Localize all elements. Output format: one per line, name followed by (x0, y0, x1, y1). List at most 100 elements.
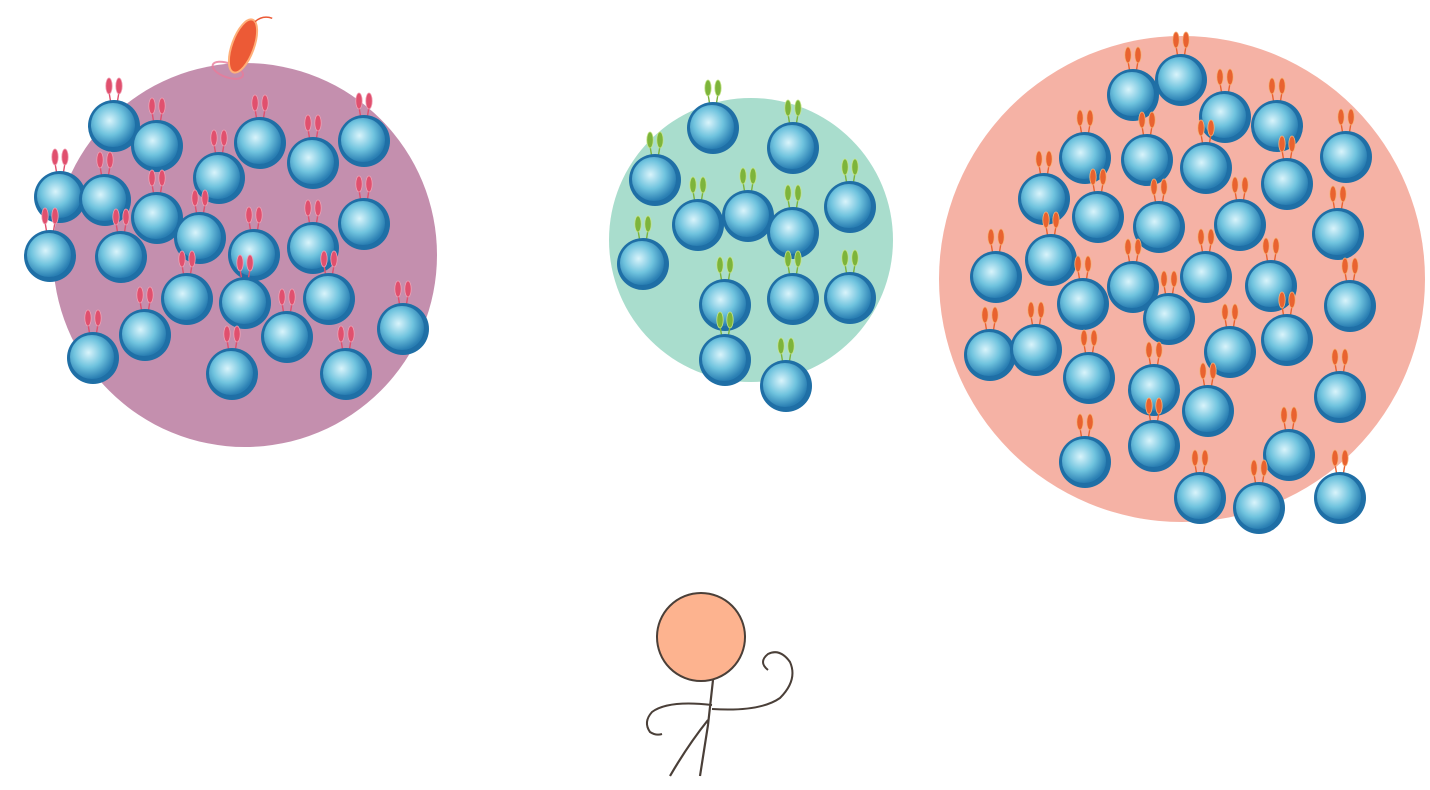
receptor-head (245, 206, 253, 224)
receptor-head (304, 199, 312, 217)
receptor-head (1341, 449, 1349, 467)
receptor-head (1172, 31, 1180, 49)
receptor-head (158, 97, 166, 115)
receptor-head (1260, 459, 1268, 477)
receptor-head (136, 286, 144, 304)
cell-nucleus (1317, 475, 1361, 519)
receptor-head (656, 131, 664, 149)
receptor-head (178, 250, 186, 268)
cell-nucleus (1177, 475, 1221, 519)
cell-nucleus (1327, 283, 1371, 327)
receptor-head (714, 79, 722, 97)
receptor-head (1207, 228, 1215, 246)
cell-nucleus (341, 201, 385, 245)
cell-nucleus (763, 363, 807, 407)
cell-nucleus (1028, 237, 1072, 281)
cell-nucleus (1315, 211, 1359, 255)
receptor-head (634, 215, 642, 233)
green-cluster (609, 79, 893, 412)
receptor-head (1341, 257, 1349, 275)
b-cell (1324, 257, 1376, 332)
b-cell (234, 94, 286, 169)
b-cell (1180, 228, 1232, 303)
receptor-head (1347, 108, 1355, 126)
cell-nucleus (1110, 72, 1154, 116)
receptor-head (1042, 211, 1050, 229)
b-cell (617, 215, 669, 290)
receptor-head (330, 250, 338, 268)
receptor-head (122, 208, 130, 226)
cell-nucleus (341, 118, 385, 162)
receptor-head (255, 206, 263, 224)
b-cell (338, 92, 390, 167)
b-cell (1204, 303, 1256, 378)
receptor-head (1250, 459, 1258, 477)
cell-nucleus (91, 103, 135, 147)
b-cell (1107, 46, 1159, 121)
b-cell (206, 325, 258, 400)
receptor-head (304, 114, 312, 132)
receptor-head (1351, 257, 1359, 275)
cell-nucleus (725, 193, 769, 237)
cell-nucleus (323, 351, 367, 395)
receptor-head (188, 250, 196, 268)
receptor-head (246, 254, 254, 272)
cell-nucleus (690, 105, 734, 149)
green-cluster-cells (617, 79, 876, 412)
receptor-head (689, 176, 697, 194)
cell-nucleus (702, 337, 746, 381)
b-cell (1059, 413, 1111, 488)
receptor-head (987, 228, 995, 246)
receptor-head (1124, 46, 1132, 64)
b-cell (1059, 109, 1111, 184)
receptor-head (1262, 237, 1270, 255)
receptor-head (784, 184, 792, 202)
cell-nucleus (1317, 374, 1361, 418)
receptor-head (278, 288, 286, 306)
cell-nucleus (1060, 281, 1104, 325)
b-cell (131, 97, 183, 172)
b-cell (767, 184, 819, 259)
receptor-head (1288, 291, 1296, 309)
receptor-head (716, 311, 724, 329)
receptor-head (646, 131, 654, 149)
receptor-head (1209, 362, 1217, 380)
receptor-head (739, 167, 747, 185)
receptor-head (223, 325, 231, 343)
receptor-head (288, 288, 296, 306)
receptor-head (105, 77, 113, 95)
receptor-head (1199, 362, 1207, 380)
cell-nucleus (827, 184, 871, 228)
cell-nucleus (196, 155, 240, 199)
cell-nucleus (1323, 134, 1367, 178)
cell-nucleus (770, 276, 814, 320)
b-cell (1010, 301, 1062, 376)
b-cell (1312, 185, 1364, 260)
receptor-head (716, 256, 724, 274)
stick-figure-leg (669, 719, 709, 777)
cell-nucleus (1158, 57, 1202, 101)
receptor-head (355, 175, 363, 193)
receptor-head (726, 311, 734, 329)
receptor-head (365, 92, 373, 110)
pathogen-body (227, 18, 259, 74)
receptor-head (784, 250, 792, 268)
b-cell (767, 99, 819, 174)
receptor-head (112, 208, 120, 226)
cell-nucleus (1075, 194, 1119, 238)
b-cell (1025, 211, 1077, 286)
b-cell (964, 306, 1016, 381)
receptor-head (851, 158, 859, 176)
b-cell (699, 256, 751, 331)
receptor-head (1288, 135, 1296, 153)
b-cell (1128, 341, 1180, 416)
cell-nucleus (1146, 296, 1190, 340)
b-cell (338, 175, 390, 250)
receptor-head (726, 256, 734, 274)
receptor-head (1134, 238, 1142, 256)
receptor-head (1182, 31, 1190, 49)
b-cell (629, 131, 681, 206)
receptor-head (1337, 108, 1345, 126)
cell-nucleus (1124, 137, 1168, 181)
